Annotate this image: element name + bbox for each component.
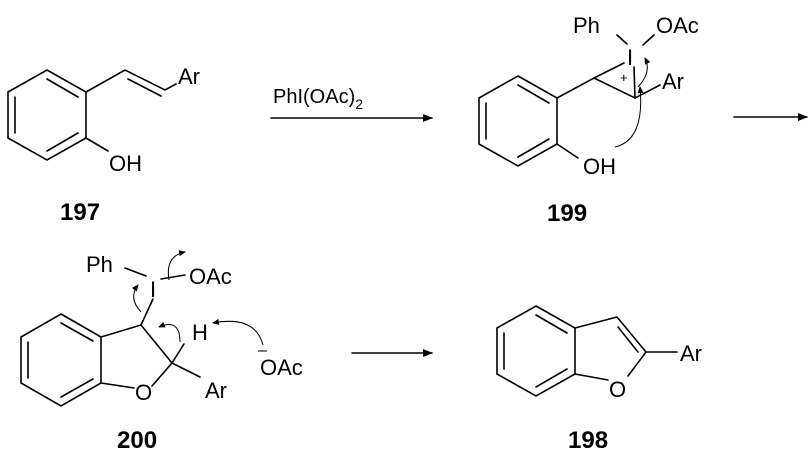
ar-label: Ar <box>662 69 684 94</box>
compound-200: I Ph OAc H O Ar 200 <box>20 250 264 454</box>
acetate-anion: – OAc <box>258 342 303 380</box>
compound-label: 200 <box>117 427 157 454</box>
iodine-label: I <box>627 45 633 70</box>
charge-label: + <box>620 70 628 85</box>
compound-198: O Ar 198 <box>496 305 702 454</box>
oh-label: OH <box>583 154 616 179</box>
ar-label: Ar <box>205 378 227 403</box>
o-label: O <box>609 377 626 402</box>
oac-label: OAc <box>656 13 699 38</box>
reagent-label: PhI(OAc)2 <box>273 86 363 112</box>
ph-label: Ph <box>86 252 113 277</box>
reaction-arrow-1: PhI(OAc)2 <box>270 86 433 122</box>
compound-label: 197 <box>60 199 100 226</box>
negative-charge: – <box>258 342 267 359</box>
o-label: O <box>135 380 152 405</box>
oh-label: OH <box>109 151 142 176</box>
oac-label: OAc <box>189 264 232 289</box>
ph-label: Ph <box>573 13 600 38</box>
compound-199: I Ph OAc Ar + OH 199 <box>478 13 699 227</box>
compound-label: 199 <box>547 200 587 227</box>
h-label: H <box>192 320 208 345</box>
compound-197: Ar OH 197 <box>7 64 200 226</box>
compound-label: 198 <box>568 427 608 454</box>
ar-label: Ar <box>178 64 200 89</box>
acetate-label: OAc <box>260 355 303 380</box>
iodine-label: I <box>150 277 156 302</box>
ar-label: Ar <box>680 341 702 366</box>
